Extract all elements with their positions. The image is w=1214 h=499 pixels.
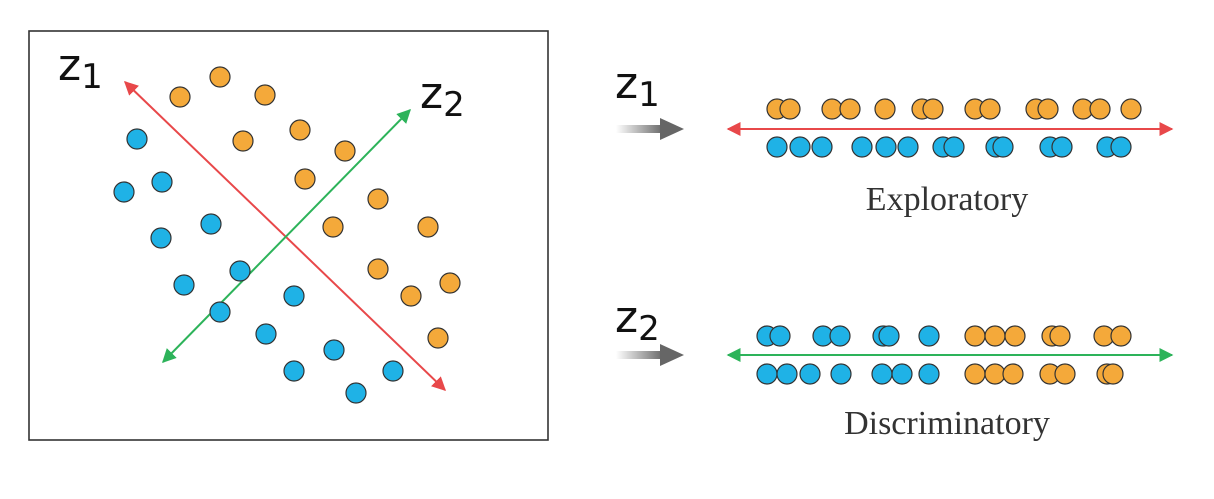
orange-point (1004, 325, 1026, 347)
orange-point (1102, 363, 1124, 385)
orange-point (254, 84, 276, 106)
blue-point (897, 136, 919, 158)
blue-point (173, 274, 195, 296)
blue-point (323, 339, 345, 361)
blue-point (151, 171, 173, 193)
blue-point (918, 363, 940, 385)
blue-point (766, 136, 788, 158)
blue-point (851, 136, 873, 158)
blue-point (992, 136, 1014, 158)
blue-point (789, 136, 811, 158)
blue-point (811, 136, 833, 158)
orange-point (984, 363, 1006, 385)
blue-point (769, 325, 791, 347)
orange-point (964, 363, 986, 385)
orange-point (984, 325, 1006, 347)
orange-point (979, 98, 1001, 120)
z1-axis-arrow (123, 81, 447, 391)
blue-point (878, 325, 900, 347)
scatter-points (113, 66, 461, 404)
discriminatory-caption: Discriminatory (844, 405, 1050, 442)
blue-point (113, 181, 135, 203)
blue-point (1110, 136, 1132, 158)
z1-label-right: z1 (615, 58, 660, 115)
orange-point (427, 327, 449, 349)
orange-point (367, 258, 389, 280)
blue-point (229, 260, 251, 282)
orange-point (1089, 98, 1111, 120)
blue-point (200, 213, 222, 235)
blue-point (255, 323, 277, 345)
orange-point (1054, 363, 1076, 385)
orange-point (169, 86, 191, 108)
orange-point (1037, 98, 1059, 120)
orange-point (294, 168, 316, 190)
blue-point (283, 285, 305, 307)
blue-point (776, 363, 798, 385)
orange-point (367, 188, 389, 210)
blue-point (756, 363, 778, 385)
orange-point (922, 98, 944, 120)
blue-point (799, 363, 821, 385)
orange-point (779, 98, 801, 120)
blue-point (943, 136, 965, 158)
orange-point (874, 98, 896, 120)
z2-label-right: z2 (615, 292, 660, 349)
orange-point (839, 98, 861, 120)
z2-label-main: z2 (420, 68, 465, 125)
z1-label-main: z1 (58, 40, 103, 97)
orange-point (1110, 325, 1132, 347)
blue-point (150, 227, 172, 249)
blue-point (1051, 136, 1073, 158)
z2-axis-arrow (162, 109, 411, 363)
orange-point (400, 285, 422, 307)
orange-point (821, 98, 843, 120)
orange-point (1049, 325, 1071, 347)
orange-point (209, 66, 231, 88)
blue-point (891, 363, 913, 385)
scatter-frame (28, 30, 549, 441)
blue-point (918, 325, 940, 347)
orange-point (1120, 98, 1142, 120)
orange-point (322, 216, 344, 238)
orange-point (439, 272, 461, 294)
blue-point (126, 128, 148, 150)
blue-point (871, 363, 893, 385)
blue-point (283, 360, 305, 382)
exploratory-caption: Exploratory (866, 181, 1028, 218)
discriminatory-dots (756, 325, 1132, 385)
orange-point (334, 140, 356, 162)
orange-point (289, 119, 311, 141)
exploratory-dots (766, 98, 1142, 158)
blue-point (875, 136, 897, 158)
orange-point (964, 325, 986, 347)
blue-point (209, 301, 231, 323)
blue-point (345, 382, 367, 404)
blue-point (382, 360, 404, 382)
z1-gray-arrow (616, 118, 684, 140)
orange-point (417, 216, 439, 238)
orange-point (232, 130, 254, 152)
z2-gray-arrow (616, 344, 684, 366)
blue-point (829, 325, 851, 347)
blue-point (830, 363, 852, 385)
orange-point (1002, 363, 1024, 385)
